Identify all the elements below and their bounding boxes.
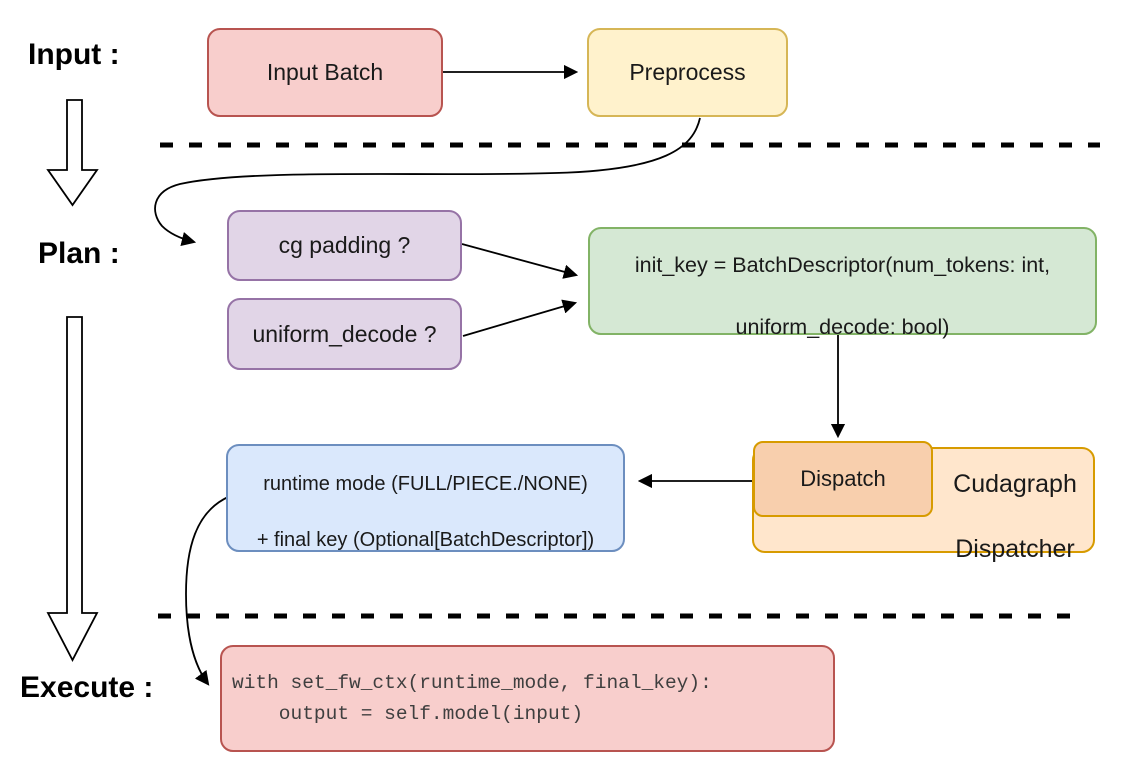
stage-arrow-plan-to-execute [46,316,99,662]
node-init-key-line2: uniform_decode: bool) [735,314,950,339]
execute-code-line1: with set_fw_ctx(runtime_mode, final_key)… [232,672,712,695]
stage-arrow-input-to-plan [46,99,99,207]
node-init-key-line1: init_key = BatchDescriptor(num_tokens: i… [634,253,1051,278]
node-runtime-mode: runtime mode (FULL/PIECE./NONE) + final … [226,444,625,552]
arrow-runtimemode-to-executecode [185,496,229,686]
arrow-cgpadding-to-initkey [461,243,579,279]
node-uniform-decode: uniform_decode ? [227,298,462,370]
stage-label-input: Input : [28,38,120,71]
node-cudagraph-line1: Cudagraph [953,469,1077,498]
node-runtime-mode-line1: runtime mode (FULL/PIECE./NONE) [263,472,588,495]
node-input-batch-label: Input Batch [266,59,384,86]
node-cudagraph-line2: Dispatcher [955,534,1075,563]
node-preprocess: Preprocess [587,28,788,117]
node-uniform-decode-label: uniform_decode ? [252,320,437,347]
node-cg-padding-label: cg padding ? [278,232,411,259]
node-runtime-mode-line2: + final key (Optional[BatchDescriptor]) [256,529,595,552]
arrow-uniformdecode-to-initkey [462,299,578,337]
node-init-key: init_key = BatchDescriptor(num_tokens: i… [588,227,1097,339]
arrow-preprocess-to-cgpadding [154,117,701,247]
node-preprocess-label: Preprocess [629,59,746,86]
node-input-batch: Input Batch [207,28,443,117]
node-cg-padding: cg padding ? [227,210,462,281]
node-dispatch: Dispatch [753,441,933,517]
stage-label-plan: Plan : [38,237,120,270]
stage-label-execute: Execute : [20,671,154,704]
node-dispatch-label: Dispatch [800,466,886,492]
node-execute-code: with set_fw_ctx(runtime_mode, final_key)… [220,645,835,752]
execute-code-line2: output = self.model(input) [232,702,584,725]
